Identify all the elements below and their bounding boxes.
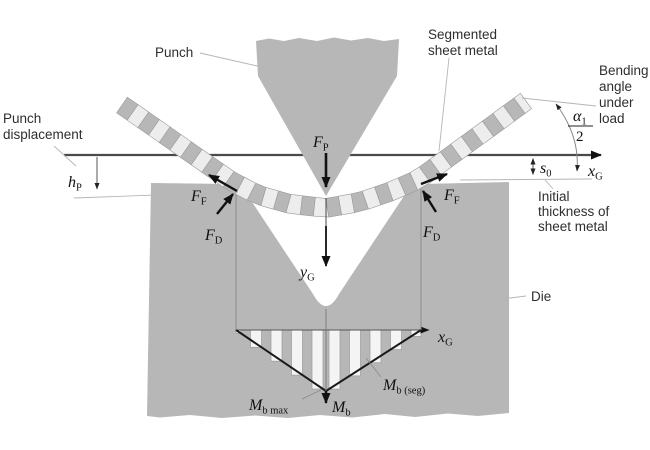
ff-right-arrow [420, 172, 448, 186]
punch-leader-line [199, 52, 267, 69]
die-label: Die [531, 289, 551, 304]
sheet-segment [513, 92, 533, 114]
moment-bar [311, 329, 324, 390]
alpha-numerator: α1 [573, 108, 587, 128]
punch-label: Punch [155, 45, 193, 60]
bending-angle-label-line1: Bending [599, 63, 649, 78]
initial-thickness-label-line2: thickness of [538, 204, 610, 219]
die-top-reference-line [73, 191, 239, 199]
hp-symbol: hP [68, 174, 82, 194]
moment-bar [328, 329, 341, 390]
ff-right-symbol: FF [443, 187, 460, 207]
fd-left-symbol: FD [204, 227, 223, 247]
bending-angle-leader-line [521, 97, 597, 107]
s0-symbol: s0 [540, 160, 551, 180]
yg-axis-symbol: yG [298, 264, 315, 284]
punch-displacement-label-line1: Punch [3, 111, 41, 126]
mb-max-symbol: Mb max [248, 397, 289, 417]
segmented-sheet-leader-line [438, 57, 450, 152]
bending-angle-label-line2: angle [599, 79, 632, 94]
sheet-segment [299, 195, 316, 217]
segmented-sheet-label-line2: sheet metal [428, 43, 498, 58]
bending-angle-arc [555, 103, 581, 172]
initial-thickness-leader-line [544, 179, 554, 190]
ff-left-arrow [208, 173, 238, 193]
sheet-bottom-reference-line [459, 178, 593, 181]
alpha-half-fraction: α1 2 [568, 108, 593, 145]
xg-axis-symbol: xG [587, 163, 603, 183]
die-leader-line [469, 295, 527, 304]
fd-left-arrow [216, 193, 234, 215]
fd-right-arrow [421, 190, 438, 213]
die-body [147, 182, 509, 418]
initial-thickness-label-line3: sheet metal [538, 219, 608, 234]
punch-displacement-label-line2: displacement [3, 127, 83, 142]
mb-seg-symbol: Mb (seg) [382, 377, 426, 397]
bending-angle-label-line4: load [599, 111, 625, 126]
xg-moment-axis-symbol: xG [437, 329, 453, 349]
alpha-denominator: 2 [576, 129, 584, 145]
fp-symbol: FP [312, 134, 329, 154]
punch-displacement-leader-line [53, 145, 77, 167]
mb-seg-leader-line [365, 357, 382, 378]
mb-max-leader-line [301, 389, 322, 400]
fd-right-symbol: FD [422, 224, 441, 244]
mb-symbol: Mb [331, 399, 351, 419]
sheet-band [116, 92, 533, 218]
segmented-sheet-label-line1: Segmented [428, 27, 497, 42]
punch-body [256, 37, 399, 196]
initial-thickness-label-line1: Initial [538, 189, 570, 204]
ff-left-symbol: FF [190, 188, 207, 208]
bending-angle-label-line3: under [599, 95, 634, 110]
